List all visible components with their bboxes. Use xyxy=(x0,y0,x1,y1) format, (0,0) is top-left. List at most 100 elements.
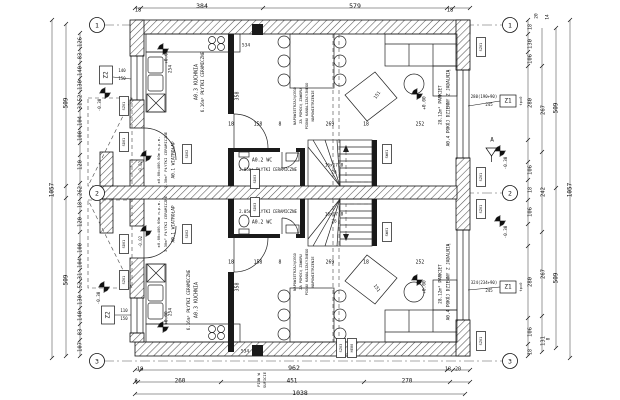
dim-r-509a: 509 xyxy=(553,102,560,113)
dim-bot-962: 962 xyxy=(288,364,300,372)
room-kitchen-t-name: A0.3 KUCHNIA xyxy=(194,64,200,100)
vent-t-4: NAPOWIETRZAJĄCEGO xyxy=(293,86,297,125)
tag-sz03: SZ03 xyxy=(339,344,343,353)
win-z2-t-box xyxy=(99,65,113,85)
tag-sz01-6: SZ01 xyxy=(122,276,126,285)
dim-r-106c: 106 xyxy=(528,207,534,217)
stairs-t-note2: 26 xyxy=(331,170,337,176)
dim-r-20: 20 xyxy=(534,13,540,19)
grid-right-3-number: 3 xyxy=(508,358,512,366)
dim-l-120: 120 xyxy=(78,160,84,170)
dim-r-280b: 280 xyxy=(528,277,534,287)
exterior-walls xyxy=(99,19,471,357)
tag-sd01-2: SD01 xyxy=(122,240,126,249)
dim-l-120b: 120 xyxy=(78,217,84,227)
dim-l-509a: 509 xyxy=(63,97,70,108)
vent-b-3: ZA POMOCĄ ZAWORU xyxy=(299,254,303,290)
tag-sz01-2: SZ01 xyxy=(479,173,483,182)
dim-151-t: 151 xyxy=(373,90,383,100)
doors xyxy=(143,113,299,273)
dim-m1-18: 18 xyxy=(228,122,234,128)
dim-534-b: 534 xyxy=(241,349,249,355)
room-wiatrolap-b-level: ±0.00=400.60m n.p.m. xyxy=(156,201,161,248)
tag-sz01-4: SZ01 xyxy=(479,337,483,346)
dim-m2-18b: 18 xyxy=(363,260,369,266)
win-z1-t-box xyxy=(499,94,517,108)
room-wc-t-name: A0.2 WC xyxy=(252,158,272,164)
tag-sd02-2: SD02 xyxy=(185,230,189,239)
hall-door-top xyxy=(233,113,269,149)
dim-l-104: 104 xyxy=(78,115,84,126)
dim-534-t: 534 xyxy=(242,43,250,49)
riser-lines xyxy=(332,34,340,342)
chimney-top xyxy=(252,24,263,35)
dim-bot-18: 18 xyxy=(137,367,144,373)
dim-m1-252: 252 xyxy=(416,122,425,128)
coffee-table-bottom xyxy=(403,281,425,303)
level-030-lt: -0.30 xyxy=(97,98,102,111)
staircase-top xyxy=(307,139,373,187)
sofa-top xyxy=(384,33,458,97)
tag-sz01-2-box xyxy=(476,167,486,187)
tag-he80: HE80 xyxy=(350,344,354,353)
party-wall xyxy=(99,185,458,200)
win-z1-b: Z1 xyxy=(504,284,512,291)
room-wiatrolap-b-info: 3.30m² PŁYTKI CERAMICZNE xyxy=(163,195,168,252)
dim-r-280a: 280 xyxy=(528,98,534,108)
armchair-top xyxy=(344,71,398,122)
grid-left-1-number: 1 xyxy=(95,22,99,30)
level-002-t: -0.02 xyxy=(138,160,143,173)
staircase-bottom xyxy=(307,198,373,247)
dim-r-106d: 106 xyxy=(528,327,534,337)
dining-table-top xyxy=(277,33,347,89)
wc-bottom-fixtures xyxy=(238,214,300,235)
dim-bot-270: 270 xyxy=(402,378,413,385)
dim-254-b: 254 xyxy=(168,308,174,316)
win-z2-t-h: 150 xyxy=(118,76,126,81)
dim-l-100b: 100 xyxy=(78,243,84,253)
tag-sd01-1: SD01 xyxy=(122,138,126,147)
porch-wall-bottom xyxy=(99,198,114,234)
dim-m2-269: 269 xyxy=(326,260,335,266)
tag-sd01-2-box xyxy=(119,234,129,254)
wc-top-fixtures xyxy=(238,151,300,171)
dim-top-18-r: 18 xyxy=(447,8,454,14)
room-living-t-info: 28.12m² PARKIET xyxy=(438,85,444,125)
room-living-t-name: A0.4 POKÓJ DZIENNY Z JADALNIĄ xyxy=(445,69,452,146)
window-z1-bottom xyxy=(456,229,470,321)
win-z2-b-box xyxy=(101,305,115,325)
dim-top-18-l: 18 xyxy=(135,8,142,14)
basin xyxy=(285,224,300,234)
dim-r-106b: 106 xyxy=(528,165,534,175)
dim-l-52: 52 xyxy=(78,95,84,102)
level-002-b: -0.02 xyxy=(138,235,143,248)
dim-254-t: 254 xyxy=(168,65,174,73)
room-wc-t-info: 2.05m² PŁYTKI CERAMICZNE xyxy=(239,167,297,172)
dim-m2-8: 8 xyxy=(279,260,282,266)
dim-m2-252: 252 xyxy=(416,260,425,266)
room-living-b-info: 28.12m² PARKIET xyxy=(438,264,444,304)
win-z1-t-size: 280(190+90) xyxy=(471,94,498,99)
dim-r-131: 131 xyxy=(541,336,547,346)
room-living-b-level: +0.00 xyxy=(422,280,428,294)
win-z1-t-tp: tp=0 xyxy=(518,96,523,106)
grid-left-3: 3 xyxy=(89,353,105,369)
tag-sd02-2-box xyxy=(182,224,192,244)
room-wc-b-name: A0.2 WC xyxy=(252,220,272,226)
room-kitchen-t-info: 6.16m² PŁYTKI CERAMICZNE xyxy=(200,51,205,112)
dim-358-t: 358 xyxy=(235,91,241,100)
grid-left-2-number: 2 xyxy=(95,190,99,198)
dim-r-1057: 1057 xyxy=(567,182,574,197)
basin xyxy=(285,152,300,162)
armchair-bottom xyxy=(344,254,398,305)
dim-bot-1038: 1038 xyxy=(292,389,308,397)
dim-r-14: 14 xyxy=(545,14,551,20)
kitchen-bottom xyxy=(145,263,241,343)
tag-sw01-2: SW01 xyxy=(385,228,389,237)
win-z2-b: Z2 xyxy=(105,311,112,319)
dim-bot-8: 8 xyxy=(134,379,137,385)
hall-door-bottom xyxy=(233,237,269,273)
tag-sd03-1-box xyxy=(250,169,260,189)
